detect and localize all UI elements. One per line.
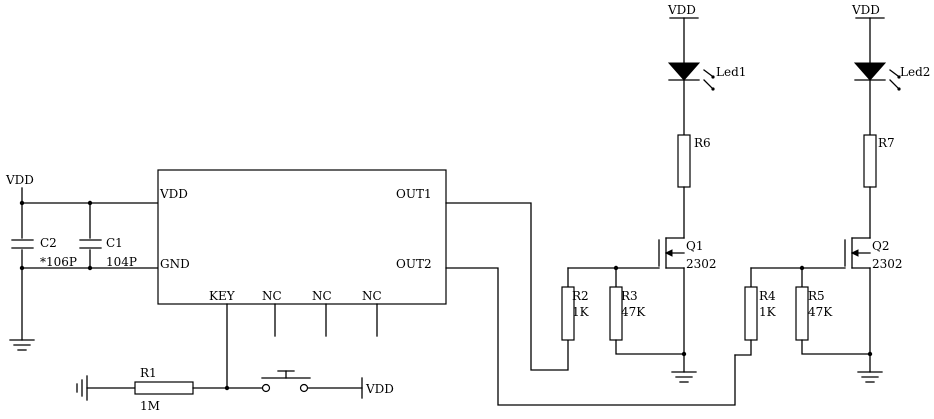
r5-name: R5: [808, 289, 825, 303]
vdd-led2-label: VDD: [851, 3, 880, 17]
ic-pin-nc-label: NC: [262, 289, 282, 303]
ground-symbol-r1: [76, 375, 88, 401]
channel-1: VDD Led1 R6 Q1 2302: [561, 3, 746, 383]
resistor-r3: R3 47K: [609, 286, 646, 341]
ic-pin-gnd-label: GND: [160, 257, 190, 271]
vdd-switch-label: VDD: [365, 382, 394, 396]
led2-name: Led2: [900, 65, 930, 79]
ic-pin-vdd-label: VDD: [159, 187, 188, 201]
c1-value: 104P: [106, 255, 137, 269]
ic-pin-key-label: KEY: [209, 289, 236, 303]
r6-name: R6: [694, 136, 711, 150]
control-ic: VDD GND OUT1 OUT2 KEY NC NC NC: [157, 169, 447, 337]
resistor-r1: R1 1M: [134, 366, 194, 413]
ground-symbol-left: [9, 339, 35, 351]
r3-value: 47K: [621, 305, 646, 319]
push-button-switch: [261, 370, 311, 393]
capacitor-c1: C1 104P: [79, 236, 137, 269]
mosfet-q2: Q2 2302: [844, 237, 903, 271]
c2-value: *106P: [40, 255, 77, 269]
resistor-r4: R4 1K: [744, 286, 777, 341]
r2-value: 1K: [572, 305, 590, 319]
mosfet-q1: Q1 2302: [658, 237, 717, 271]
ground-symbol-ch2: [857, 371, 883, 383]
r1-value: 1M: [140, 399, 160, 413]
q2-value: 2302: [872, 257, 903, 271]
ic-pin-out1-label: OUT1: [396, 187, 432, 201]
r2-name: R2: [572, 289, 589, 303]
junction-dot: [681, 351, 687, 357]
output-wiring: [445, 202, 736, 406]
r4-value: 1K: [759, 305, 777, 319]
left-supply-section: VDD C2 *106P C1 104P: [5, 173, 159, 351]
junction-dot: [19, 200, 25, 206]
ic-pin-nc-label: NC: [362, 289, 382, 303]
ground-symbol-ch1: [671, 371, 697, 383]
led-1: Led1: [667, 62, 746, 91]
r5-value: 47K: [808, 305, 833, 319]
r3-name: R3: [621, 289, 638, 303]
junction-dot: [867, 351, 873, 357]
ic-pin-nc-label: NC: [312, 289, 332, 303]
resistor-r7: R7: [863, 134, 895, 188]
r4-name: R4: [759, 289, 776, 303]
channel-2: VDD Led2 R7 Q2 2302: [734, 3, 930, 383]
led1-name: Led1: [716, 65, 746, 79]
r7-name: R7: [878, 136, 895, 150]
q1-value: 2302: [686, 257, 717, 271]
q2-name: Q2: [872, 239, 889, 253]
r1-name: R1: [140, 366, 157, 380]
ic-pin-out2-label: OUT2: [396, 257, 432, 271]
c1-name: C1: [106, 236, 123, 250]
c2-name: C2: [40, 236, 57, 250]
resistor-r2: R2 1K: [561, 286, 590, 341]
q1-name: Q1: [686, 239, 703, 253]
resistor-r5: R5 47K: [795, 286, 833, 341]
key-input-section: R1 1M VDD: [76, 303, 394, 413]
led-2: Led2: [853, 62, 930, 91]
capacitor-c2: C2 *106P: [11, 236, 77, 269]
vdd-left-label: VDD: [5, 173, 34, 187]
vdd-led1-label: VDD: [667, 3, 696, 17]
resistor-r6: R6: [677, 134, 711, 188]
